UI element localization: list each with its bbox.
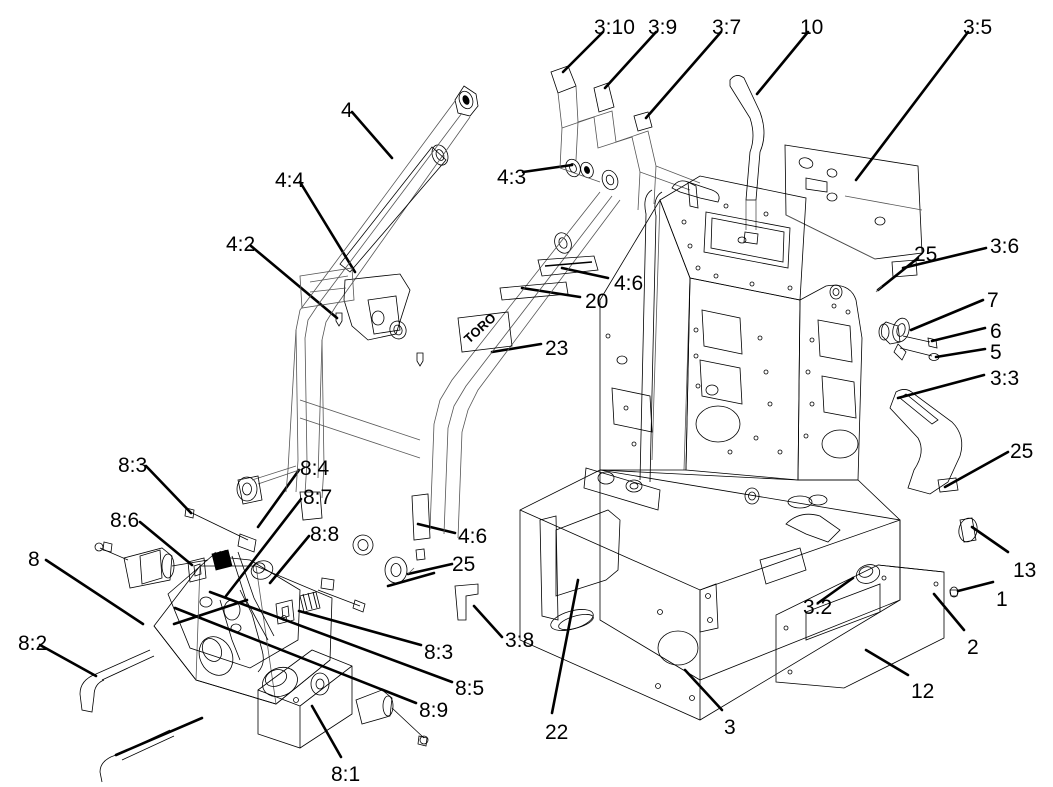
control-pedestal-assembly-part-8 bbox=[79, 507, 429, 783]
hood-panel-assembly bbox=[550, 65, 701, 211]
callout-6: 6 bbox=[990, 320, 1002, 343]
left-rops-arm-part-4 bbox=[236, 85, 479, 521]
callout-3-2: 3:2 bbox=[803, 596, 833, 619]
callout-8: 8 bbox=[28, 548, 40, 571]
callout-3-8: 3:8 bbox=[505, 629, 535, 652]
callout-8-7: 8:7 bbox=[303, 486, 333, 509]
callout-8-9: 8:9 bbox=[419, 699, 449, 722]
callout-8-1: 8:1 bbox=[331, 763, 361, 786]
callout-3-9: 3:9 bbox=[648, 16, 678, 39]
callout-4-3: 4:3 bbox=[497, 166, 527, 189]
callout-4-6-low: 4:6 bbox=[458, 525, 488, 548]
control-lever-part-10 bbox=[729, 75, 765, 230]
callout-8-6: 8:6 bbox=[110, 509, 140, 532]
callout-8-3-lower: 8:3 bbox=[424, 641, 454, 664]
callout-4-4: 4:4 bbox=[275, 169, 305, 192]
callout-25-right: 25 bbox=[1010, 440, 1034, 463]
callout-8-4: 8:4 bbox=[300, 457, 330, 480]
callout-3-5: 3:5 bbox=[963, 16, 993, 39]
spacer-part-13 bbox=[958, 517, 978, 543]
callout-25-low: 25 bbox=[452, 553, 476, 576]
tab-part-3-8 bbox=[454, 583, 479, 621]
callout-20: 20 bbox=[585, 290, 609, 313]
callout-10: 10 bbox=[800, 16, 824, 39]
callout-7: 7 bbox=[987, 289, 999, 312]
callout-5: 5 bbox=[990, 341, 1002, 364]
callout-3-3: 3:3 bbox=[990, 367, 1020, 390]
callout-3-6: 3:6 bbox=[990, 235, 1020, 258]
hardware-5-6-7 bbox=[878, 317, 940, 361]
callout-22: 22 bbox=[545, 721, 569, 744]
callout-1: 1 bbox=[996, 588, 1008, 611]
callout-3-7: 3:7 bbox=[712, 16, 742, 39]
callout-8-3-upper: 8:3 bbox=[118, 454, 148, 477]
tab-part-25-top bbox=[875, 285, 883, 293]
callout-23: 23 bbox=[545, 337, 569, 360]
callout-4: 4 bbox=[341, 99, 353, 122]
callout-4-6-top: 4:6 bbox=[614, 272, 644, 295]
main-frame-part-3 bbox=[519, 175, 963, 721]
cover-panel-part-2 bbox=[775, 564, 959, 689]
callout-3: 3 bbox=[724, 716, 736, 739]
callout-13: 13 bbox=[1013, 559, 1037, 582]
panel-part-3-5 bbox=[784, 144, 923, 260]
callout-2: 2 bbox=[967, 636, 979, 659]
callout-4-2: 4:2 bbox=[226, 233, 256, 256]
bracket-4-4 bbox=[299, 267, 424, 367]
callout-25-top: 25 bbox=[914, 243, 938, 266]
callout-12: 12 bbox=[911, 680, 935, 703]
callout-8-8: 8:8 bbox=[310, 523, 340, 546]
callout-8-5: 8:5 bbox=[455, 677, 485, 700]
tab-part-3-6 bbox=[891, 259, 918, 278]
left-arm-lower bbox=[237, 329, 323, 505]
callout-3-10: 3:10 bbox=[594, 16, 635, 39]
right-rops-arm: TORO bbox=[352, 158, 621, 584]
tab-part-25-lower bbox=[407, 567, 415, 575]
callout-8-2: 8:2 bbox=[18, 632, 48, 655]
